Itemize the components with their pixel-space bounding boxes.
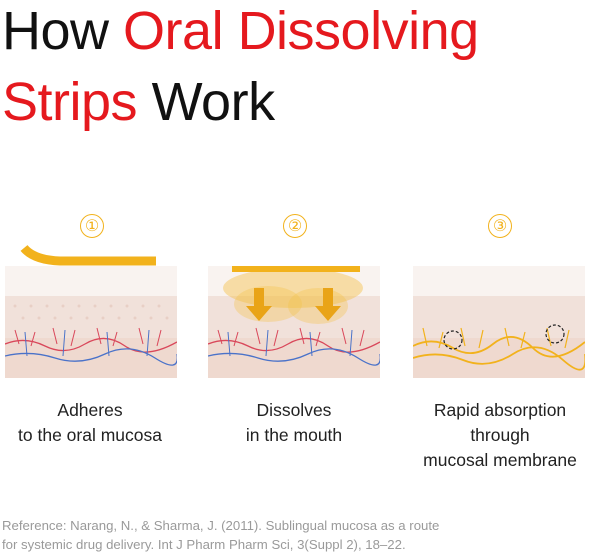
caption-line: mucosal membrane [423,450,577,470]
title-word-strips: Strips [2,72,138,132]
dissolve-arrow-right-icon [315,288,341,321]
tissue-panel-2 [208,266,380,378]
step-2-number: ② [283,214,307,238]
step-2-caption: Dissolves in the mouth [194,398,394,448]
caption-line: Adheres [57,400,123,420]
step-3-caption: Rapid absorption through mucosal membran… [400,398,593,473]
caption-line: in the mouth [245,425,343,445]
caption-line: to the oral mucosa [18,425,162,445]
strip-adhering-icon [20,244,156,266]
caption-line: Rapid absorption [433,400,567,420]
title-line-1: How Oral Dissolving [2,0,479,63]
tissue-panel-1 [5,266,177,378]
step-1-caption: Adheres to the oral mucosa [0,398,190,448]
dissolve-arrow-left-icon [246,288,272,321]
title-phrase-oral-dissolving: Oral Dissolving [123,1,479,61]
step-1-number: ① [80,214,104,238]
reference-line-2: for systemic drug delivery. Int J Pharm … [2,537,406,552]
caption-line: through [470,425,530,445]
step-3-number: ③ [488,214,512,238]
page-title: How Oral Dissolving Strips Work [2,0,479,134]
title-line-2: Strips Work [2,71,479,134]
caption-line: Dissolves [256,400,332,420]
reference-note: Reference: Narang, N., & Sharma, J. (201… [2,516,590,554]
title-word-work: Work [151,72,276,132]
title-word-how: How [2,1,109,61]
reference-line-1: Reference: Narang, N., & Sharma, J. (201… [2,518,440,533]
tissue-panel-3 [413,266,585,378]
